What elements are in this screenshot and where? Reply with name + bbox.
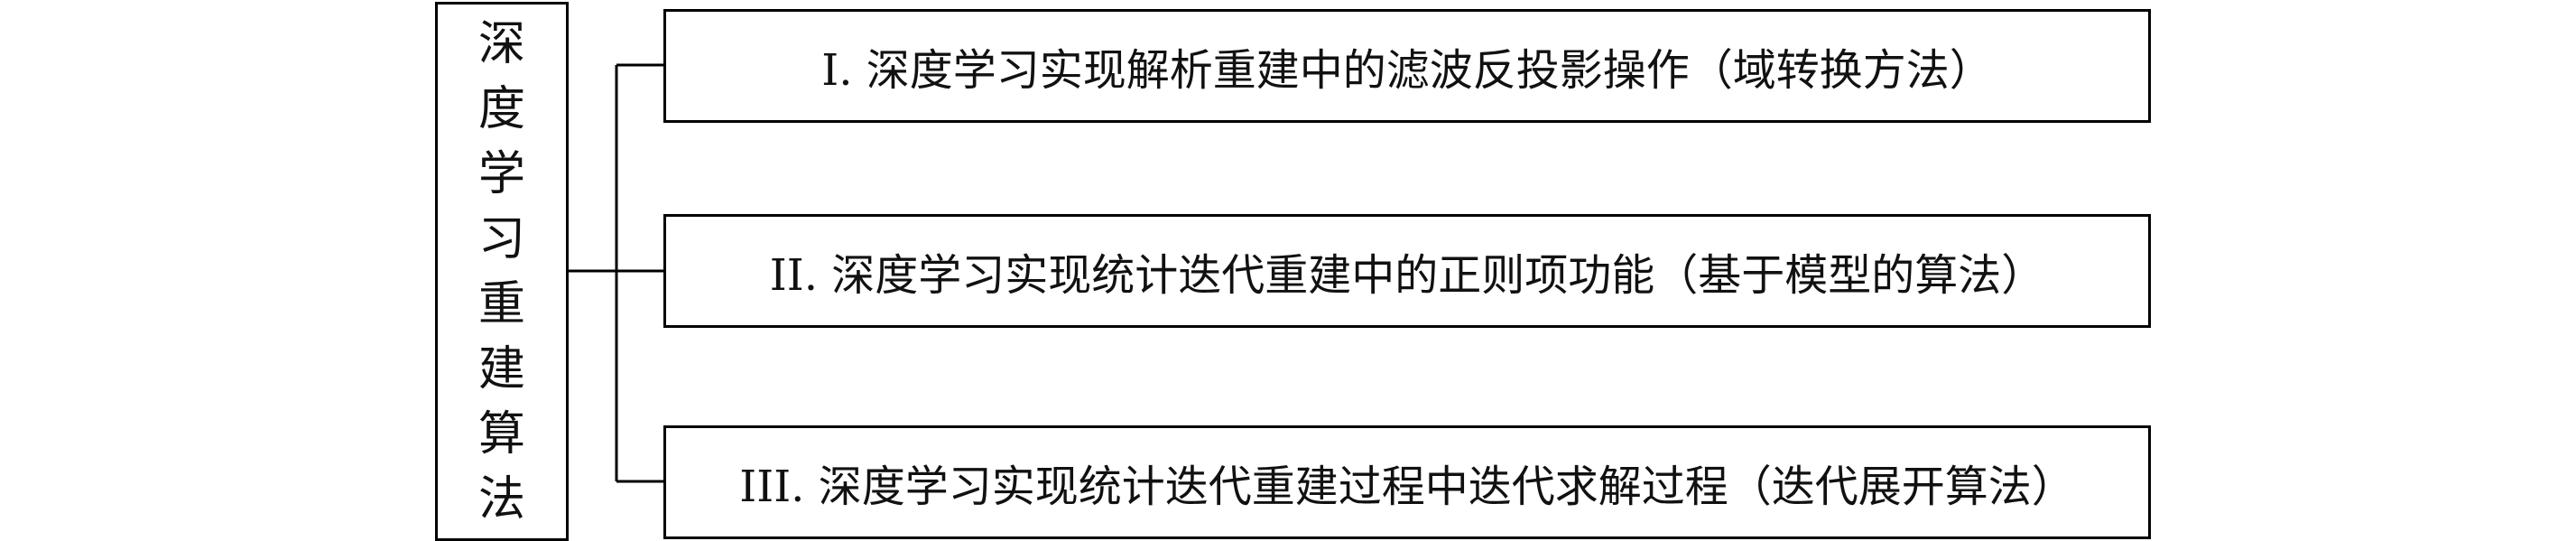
root-label-char: 法 xyxy=(477,471,525,527)
branch-node-1-label: I. 深度学习实现解析重建中的滤波反投影操作（域转换方法） xyxy=(821,45,1993,96)
branch-node-1: I. 深度学习实现解析重建中的滤波反投影操作（域转换方法） xyxy=(663,9,2151,123)
root-node: 深度学习重建算法 xyxy=(435,2,569,541)
root-label-char: 深 xyxy=(477,16,525,71)
branch-node-3-label: III. 深度学习实现统计迭代重建过程中迭代求解过程（迭代展开算法） xyxy=(739,462,2075,512)
root-label-char: 建 xyxy=(477,341,525,396)
root-label-char: 重 xyxy=(477,276,525,331)
branch-node-2-label: II. 深度学习实现统计迭代重建中的正则项功能（基于模型的算法） xyxy=(769,250,2045,301)
root-label-char: 习 xyxy=(477,211,525,266)
root-label-char: 算 xyxy=(477,406,525,462)
branch-node-2: II. 深度学习实现统计迭代重建中的正则项功能（基于模型的算法） xyxy=(663,214,2151,328)
branch-node-3: III. 深度学习实现统计迭代重建过程中迭代求解过程（迭代展开算法） xyxy=(663,425,2151,539)
root-label-char: 度 xyxy=(477,81,525,136)
root-label-char: 学 xyxy=(477,146,525,201)
